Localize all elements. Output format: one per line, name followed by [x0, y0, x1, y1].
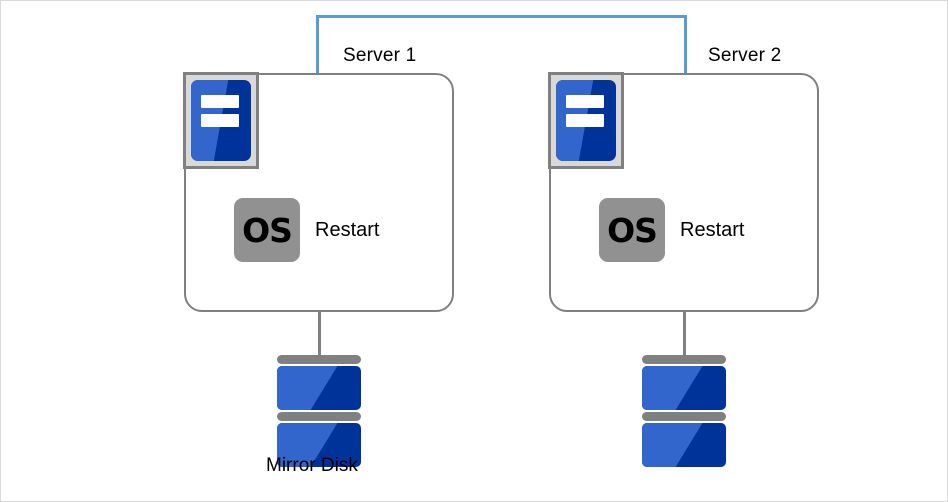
server-machine-body	[556, 80, 616, 161]
server-2-os-status: OS Restart	[599, 198, 744, 262]
mirror-disk-2-icon	[642, 355, 726, 469]
server-machine-slot-top	[200, 95, 239, 109]
heartbeat-line-top	[316, 15, 687, 18]
server-machine-icon	[548, 72, 624, 169]
server-1-disk-connector	[318, 310, 321, 357]
server-1-label: Server 1	[343, 45, 417, 66]
disk-plate-top	[642, 355, 726, 364]
os-icon: OS	[599, 198, 665, 262]
server-2-restart-label: Restart	[680, 218, 745, 241]
server-machine-slot-top	[565, 95, 604, 109]
heartbeat-line-left	[316, 15, 319, 73]
disk-platter-upper	[277, 366, 361, 410]
os-icon: OS	[234, 198, 300, 262]
heartbeat-line-right	[684, 15, 687, 73]
server-machine-slot-bottom	[200, 114, 239, 128]
server-machine-icon	[183, 72, 259, 169]
disk-platter-upper	[642, 366, 726, 410]
server-1-os-status: OS Restart	[234, 198, 379, 262]
server-1-restart-label: Restart	[315, 218, 380, 241]
disk-platter-lower	[277, 423, 361, 467]
disk-plate-middle	[277, 412, 361, 421]
disk-platter-lower	[642, 423, 726, 467]
mirror-disk-1-icon	[277, 355, 361, 469]
server-machine-body	[191, 80, 251, 161]
disk-plate-top	[277, 355, 361, 364]
mirror-disk-label: Mirror Disk	[266, 455, 358, 476]
server-machine-slot-bottom	[565, 114, 604, 128]
disk-plate-middle	[642, 412, 726, 421]
server-2-label: Server 2	[708, 45, 782, 66]
server-2-disk-connector	[683, 310, 686, 357]
